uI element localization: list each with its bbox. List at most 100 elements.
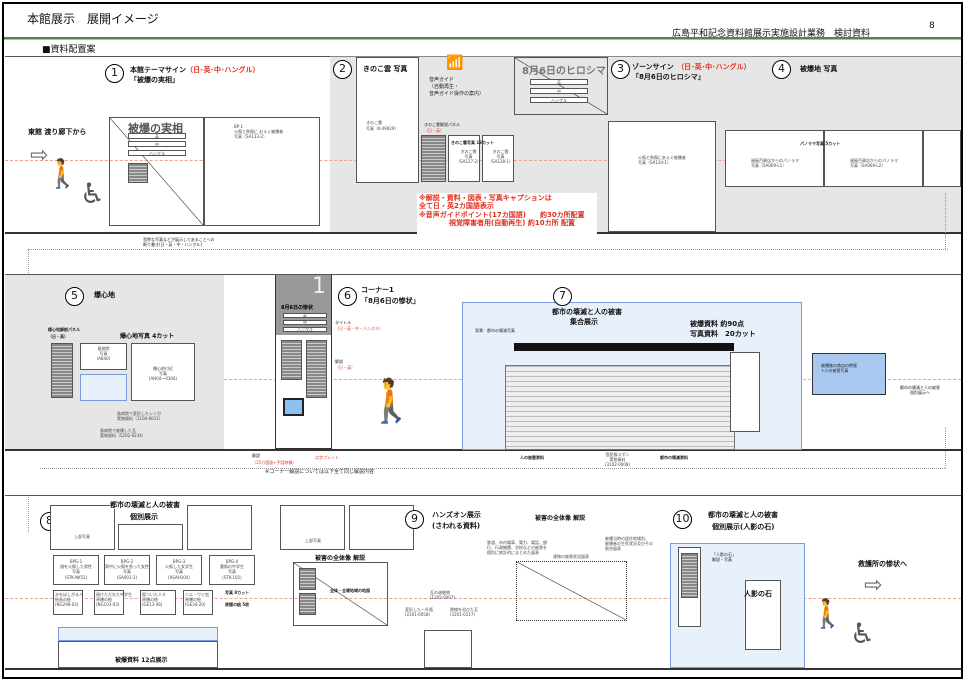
next-label: 都市の壊滅と人の被害 個別展示へ	[900, 385, 940, 396]
roof	[514, 343, 734, 351]
cuts-label: 爆心地写真 4カット	[120, 333, 175, 340]
panorama-label: パノラマ写真 5カット	[800, 141, 841, 146]
row1-top-line	[5, 56, 330, 57]
panel-lang: （日・英）	[424, 128, 444, 133]
overview-label: 被害の全体像 解説	[315, 555, 366, 562]
zone4-title: 被爆地 写真	[800, 65, 838, 73]
zone3-photo	[608, 121, 716, 232]
artifact-count: 被爆資料 12点展示	[115, 657, 168, 664]
artifact-caption: 変形した一升瓶 (2201-0058)	[405, 607, 433, 618]
zone7-subtitle: 集合展示	[570, 318, 598, 326]
zone3-subtitle: 「8月6日のヒロシマ」	[632, 73, 705, 81]
cuts-label: きのこ雲写真 13カット	[451, 140, 494, 145]
corner-note: ※コーナー解説については以下全て同じ解説内容	[265, 469, 374, 475]
artifact-caption: 島病院で被爆した瓦 実物資料（5202-0234）	[100, 428, 146, 439]
label-title: タイトル	[335, 320, 351, 325]
audio-guide-icon: 📶	[446, 55, 464, 71]
arrow-right-icon: ⇨	[30, 143, 49, 168]
artifact-case	[58, 627, 218, 641]
zone9-subtitle: (さわれる資料)	[432, 522, 481, 530]
corner-sign-text: 8月6日の惨状	[281, 305, 313, 311]
sign-lang-zh: 中	[128, 141, 186, 147]
panorama-caption: 福屋百貨店からのパノラマ 写真（SA069-L1）	[751, 158, 799, 169]
visitor-figure-icon: 🚶	[365, 376, 418, 425]
page-number: 8	[929, 21, 935, 31]
artifact-count: 被爆資料 約90点	[690, 320, 745, 328]
zone6-subtitle: 「8月6日の惨状」	[361, 297, 420, 305]
zone5-title: 爆心地	[94, 291, 115, 299]
caution-panel	[128, 163, 148, 183]
zone1-title: 本館テーマサイン（日･英･中･ハングル）	[130, 66, 260, 74]
l: 英	[283, 313, 327, 318]
zone8-subtitle: 個別展示	[130, 513, 158, 522]
visitor-figure-icon: 🚶	[45, 157, 80, 190]
photo-card: BPG-1 顔を火傷した男性 写真 (STK-NK51)	[53, 555, 99, 585]
panorama-photo-3	[923, 130, 961, 187]
c: きのこ雲	[492, 149, 509, 154]
top-photo-label: 上部写真	[305, 538, 321, 543]
photo-card: BPG-2 背中に火傷を負った女性 写真 (SA001-2)	[104, 555, 150, 585]
theme-sign-text: 被爆の実相	[128, 122, 183, 135]
zone10-title: 都市の壊滅と人の被害	[708, 511, 778, 519]
handson-table[interactable]	[424, 630, 472, 668]
commentary-panel	[681, 553, 698, 598]
drawing-card: 水をほしがる人 絵画の絵 (NG299-03)	[53, 590, 83, 615]
route-line	[28, 249, 29, 289]
drawing-count: 原爆の絵 5枚	[225, 602, 250, 607]
zone-number-3: 3	[611, 60, 630, 79]
artifact-caption: 島病院で変形したレンガ 実物資料（1104-0012）	[117, 411, 163, 422]
overview-label-2: 被害の全体像 解説	[535, 515, 586, 522]
top-photo	[118, 524, 183, 550]
zone-number-1: 1	[105, 64, 124, 83]
audio-guide-label: 音声ガイド	[429, 77, 455, 83]
sign-lang-ko: ハングル	[128, 150, 186, 156]
chart-caption: 被爆当時の居住地域別、 被爆者の生死状況及びその 割合図表	[605, 536, 653, 552]
row3-floor	[5, 668, 961, 670]
video-screen[interactable]	[283, 398, 304, 416]
photo-card: BPG-4 重傷の中学生 写真 (STK-102)	[209, 555, 255, 585]
l: 中	[530, 88, 588, 94]
c: （SA127-2）	[456, 159, 481, 165]
l: ハングル	[530, 97, 588, 103]
chart-caption: 鉄道、市内電車、電力、電話、銀 行、行政機関、学校などの被害を 個別に統計的にま…	[487, 540, 547, 556]
panel-label: 爆心地解説パネル	[48, 327, 80, 332]
zone-number-5: 5	[65, 287, 84, 306]
l: ハングル	[283, 327, 327, 332]
case	[730, 352, 760, 432]
row3-top-line	[5, 495, 961, 496]
commentary-panel	[51, 343, 73, 398]
wheelchair-figure-icon: ♿	[850, 617, 876, 650]
top-photo	[187, 505, 252, 550]
commentary-panel	[306, 340, 327, 398]
entry-label: 東館 渡り廊下から	[28, 128, 87, 136]
brick-wall	[505, 365, 735, 450]
artifact-caption: 国民服ズボン 実物資料 (3102-0008)	[605, 452, 630, 468]
mushroom-cloud-photo	[356, 57, 419, 183]
video-label: 解説	[252, 453, 260, 458]
panel-label: きのこ雲解説パネル	[424, 122, 460, 127]
photo-panel-bp1	[204, 117, 320, 226]
section-heading: ■資料配置案	[42, 45, 96, 55]
l: 中	[283, 320, 327, 325]
commentary-panel	[299, 593, 316, 615]
c: 写真	[496, 154, 505, 160]
notice-line: 全て日・英2カ国語表示	[419, 202, 494, 211]
drawing-card: ハエ・ウジ虫 原爆の絵 (GE34-20)	[183, 590, 213, 615]
zone-number-2: 2	[333, 60, 352, 79]
c: 写真	[464, 154, 473, 160]
map-label: 全体・全壊地域の地図	[330, 588, 370, 593]
label-exp: 解説	[335, 359, 343, 364]
stone-wall	[745, 580, 781, 650]
video-lang: （15カ国語+手話映像）	[252, 460, 297, 465]
panorama-photo-1	[725, 130, 824, 187]
commentary-panel	[299, 568, 316, 590]
top-photo	[349, 505, 414, 550]
notice-line: ※音声ガイドポイント(17カ国語) 約30カ所配置	[419, 210, 585, 219]
header-divider	[4, 37, 961, 40]
top-photo	[50, 505, 115, 550]
artifact-case	[80, 374, 127, 401]
notice-line: 視覚障害者用(自動再生) 約10カ所 配置	[449, 219, 576, 228]
route-line	[28, 249, 948, 250]
corner-number: 1	[312, 274, 326, 299]
route-line	[945, 427, 946, 468]
